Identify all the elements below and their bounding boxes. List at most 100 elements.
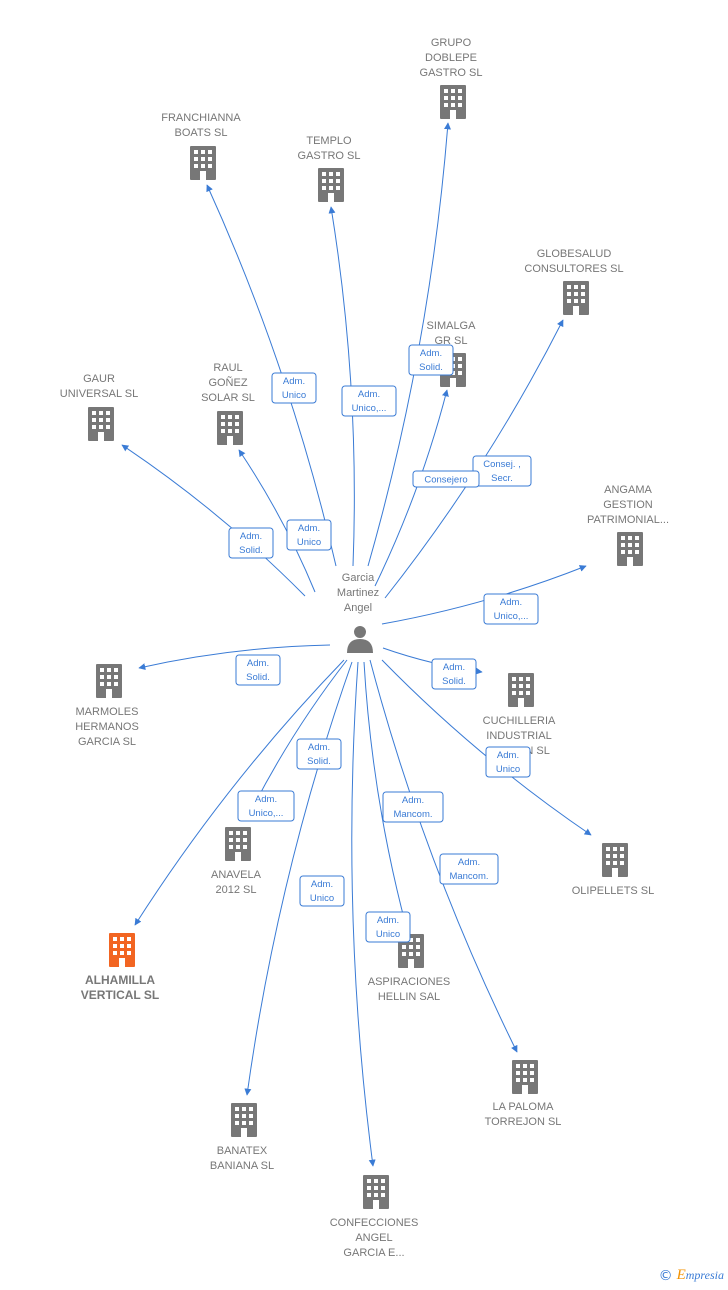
relation-text: Adm. xyxy=(298,523,320,534)
building-icon xyxy=(217,411,243,445)
relation-text: Adm. xyxy=(443,662,465,673)
relation-label-marmoles[interactable]: Adm.Solid. xyxy=(235,654,281,686)
building-icon xyxy=(231,1103,257,1137)
building-icon xyxy=(109,933,135,967)
relation-box xyxy=(341,385,397,417)
relation-label-olipellets[interactable]: Adm.Unico xyxy=(485,746,531,778)
edge-alhamilla xyxy=(134,659,345,926)
relation-text: Mancom. xyxy=(393,809,432,820)
relation-label-grupo-doblepe[interactable]: Adm.Solid. xyxy=(408,344,454,376)
company-label: ANAVELA xyxy=(211,869,262,881)
company-label: HELLIN SAL xyxy=(378,991,440,1003)
company-node-aspiraciones[interactable]: ASPIRACIONES HELLIN SAL xyxy=(368,934,451,1003)
company-label: SOLAR SL xyxy=(201,392,255,404)
company-node-globesalud[interactable]: GLOBESALUD CONSULTORES SL xyxy=(524,248,624,315)
company-node-angama[interactable]: ANGAMAGESTIONPATRIMONIAL... xyxy=(587,484,669,566)
relation-label-templo[interactable]: Adm.Unico,... xyxy=(341,385,397,417)
person-name: Garcia xyxy=(342,572,375,584)
relation-label-anavela[interactable]: Adm. Solid. xyxy=(296,738,342,770)
edge-la-paloma xyxy=(369,659,518,1053)
company-label: CONSULTORES SL xyxy=(524,263,623,275)
edge-banatex xyxy=(244,661,353,1096)
relation-label-raul[interactable]: Adm.Unico xyxy=(286,519,332,551)
relation-text: Solid. xyxy=(419,362,443,373)
relation-box xyxy=(271,372,317,404)
relation-box xyxy=(431,658,477,690)
relation-text: Unico,... xyxy=(494,611,529,622)
company-label: GAUR xyxy=(83,373,115,385)
relation-box xyxy=(408,344,454,376)
relation-label-angama[interactable]: Adm.Unico,... xyxy=(483,593,539,625)
building-icon xyxy=(440,85,466,119)
relation-label-banatex[interactable]: Adm.Unico xyxy=(299,875,345,907)
relation-text: Adm. xyxy=(311,879,333,890)
company-label: GLOBESALUD xyxy=(537,248,612,260)
relation-label-franchianna[interactable]: Adm.Unico xyxy=(271,372,317,404)
relation-label-cuchilleria[interactable]: Adm.Solid. xyxy=(431,658,477,690)
relation-text: Solid. xyxy=(246,672,270,683)
edges-layer xyxy=(121,122,592,1167)
company-label: BOATS SL xyxy=(175,127,228,139)
relation-text: Adm. xyxy=(308,742,330,753)
building-icon xyxy=(318,168,344,202)
company-label: DOBLEPE xyxy=(425,52,477,64)
relation-text: Adm. xyxy=(240,531,262,542)
relation-box xyxy=(483,593,539,625)
company-label: ASPIRACIONES xyxy=(368,976,451,988)
relation-box xyxy=(412,470,480,488)
copyright-icon: © xyxy=(658,1267,673,1284)
company-label: CUCHILLERIA xyxy=(483,715,556,727)
company-node-cuchilleria[interactable]: CUCHILLERIAINDUSTRIALPERSAN SL xyxy=(483,673,556,757)
company-label: HERMANOS xyxy=(75,721,139,733)
company-label: GARCIA SL xyxy=(78,736,136,748)
relation-label-globesalud[interactable]: Consej. ,Secr. xyxy=(472,455,532,487)
relation-text: Adm. xyxy=(402,795,424,806)
company-label: GASTRO SL xyxy=(420,67,483,79)
company-label: SIMALGA xyxy=(427,320,477,332)
person-icon xyxy=(347,626,373,653)
brand-logo[interactable]: Empresia xyxy=(676,1267,724,1283)
company-label: BANATEX xyxy=(217,1145,268,1157)
relation-text: Adm. xyxy=(255,794,277,805)
relation-text: Adm. xyxy=(377,915,399,926)
building-icon xyxy=(363,1175,389,1209)
relation-text: Solid. xyxy=(239,545,263,556)
company-label: GASTRO SL xyxy=(298,150,361,162)
company-label: GESTION xyxy=(603,499,653,511)
relation-text: Unico,... xyxy=(352,403,387,414)
relation-label-aspiraciones[interactable]: Adm. Mancom. xyxy=(382,791,444,823)
company-node-simalga[interactable]: SIMALGA GR SL xyxy=(427,320,477,387)
company-label: GR SL xyxy=(434,335,467,347)
building-icon xyxy=(617,532,643,566)
building-icon xyxy=(512,1060,538,1094)
relation-text: Unico xyxy=(496,764,520,775)
person-name: Angel xyxy=(344,602,372,614)
relation-label-simalga[interactable]: Consejero xyxy=(412,470,480,488)
relation-label-alhamilla[interactable]: Adm. Unico,... xyxy=(237,790,295,822)
relation-label-gaur[interactable]: Adm. Solid. xyxy=(228,527,274,559)
relation-text: Adm. xyxy=(283,376,305,387)
relation-text: Solid. xyxy=(307,756,331,767)
building-icon xyxy=(602,843,628,877)
edge-confecciones xyxy=(351,661,376,1167)
relation-box xyxy=(382,791,444,823)
company-label: INDUSTRIAL xyxy=(486,730,551,742)
relation-text: Unico,... xyxy=(249,808,284,819)
relation-label-confecciones[interactable]: Adm.Unico xyxy=(365,911,411,943)
company-node-olipellets[interactable]: OLIPELLETS SL xyxy=(572,843,655,897)
company-label: OLIPELLETS SL xyxy=(572,885,655,897)
relation-label-la-paloma[interactable]: Adm.Mancom. xyxy=(439,853,499,885)
